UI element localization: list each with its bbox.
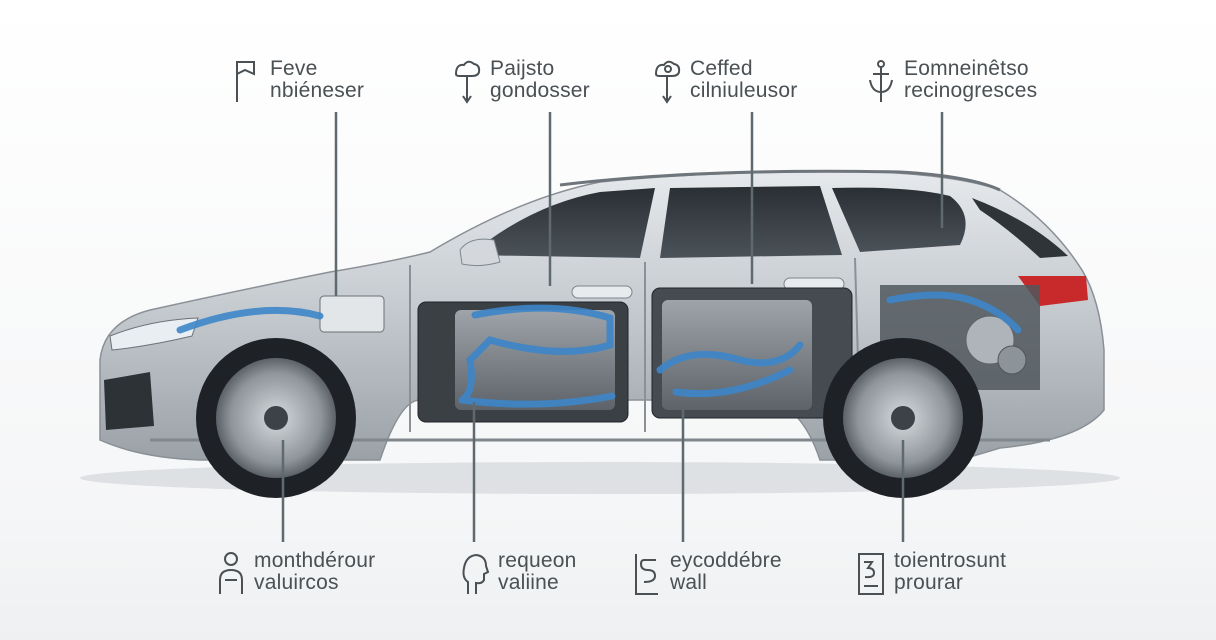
battery-unit	[319, 295, 385, 333]
anchor-icon	[869, 60, 893, 102]
front-window	[470, 188, 655, 258]
bottom-callout-3-line1: eycoddébre	[670, 549, 782, 572]
top-callout-4-line1: Eomneinêtso	[904, 57, 1029, 80]
front-engine-block	[455, 310, 615, 410]
rear-wheel	[823, 338, 983, 498]
cutaway-sections	[319, 285, 1040, 423]
front-wheel	[196, 338, 356, 498]
bottom-callout-3-line2: wall	[670, 571, 707, 594]
bottom-callout-2-line1: requeon	[498, 549, 577, 572]
bottom-callout-4-line2: prourar	[894, 571, 964, 594]
bottom-callout-2-line2: valiine	[498, 571, 559, 594]
rear-engine-block	[662, 300, 812, 410]
box-number-icon	[858, 553, 884, 595]
bottom-callout-4-line1: toientrosunt	[894, 549, 1007, 572]
bottom-callout-1-line2: valuircos	[254, 571, 339, 594]
leader-lines	[281, 112, 944, 542]
head-profile-icon	[462, 553, 490, 594]
grille	[104, 372, 154, 430]
rear-quarter-glass	[972, 198, 1068, 258]
bottom-callout-4: toientrosunt prourar	[856, 550, 1006, 596]
bottom-callout-1: monthdérour valuircos	[216, 550, 375, 596]
bottom-callout-1-line1: monthdérour	[254, 549, 376, 572]
coolant-pipes	[176, 291, 1022, 408]
top-callout-1: Feve nbiéneser	[232, 58, 364, 104]
top-callout-3-line2: cilniuleusor	[690, 79, 798, 102]
bracket-s-icon	[635, 554, 658, 595]
cloud-pin-icon	[454, 60, 481, 104]
bookmark-pin-icon	[236, 61, 255, 102]
top-callout-3-line1: Ceffed	[690, 57, 753, 80]
side-mirror	[459, 238, 501, 267]
top-callout-3: Ceffed cilniuleusor	[652, 58, 797, 104]
headlight	[109, 317, 199, 351]
bottom-callout-2: requeon valiine	[460, 550, 576, 596]
top-callout-2-line2: gondosser	[490, 79, 590, 102]
top-callout-4-line2: recinogresces	[904, 79, 1038, 102]
top-callout-2: Paijsto gondosser	[452, 58, 590, 104]
front-door-handle	[571, 285, 633, 299]
top-callout-1-line2: nbiéneser	[270, 79, 365, 102]
top-callout-2-line1: Paijsto	[490, 57, 555, 80]
back-window	[832, 187, 966, 252]
bottom-callout-3: eycoddébre wall	[632, 550, 782, 596]
top-callout-4: Eomneinêtso recinogresces	[866, 58, 1037, 104]
person-gear-icon	[219, 552, 243, 594]
cloud-target-pin-icon	[654, 60, 681, 104]
top-callout-1-line1: Feve	[270, 57, 318, 80]
